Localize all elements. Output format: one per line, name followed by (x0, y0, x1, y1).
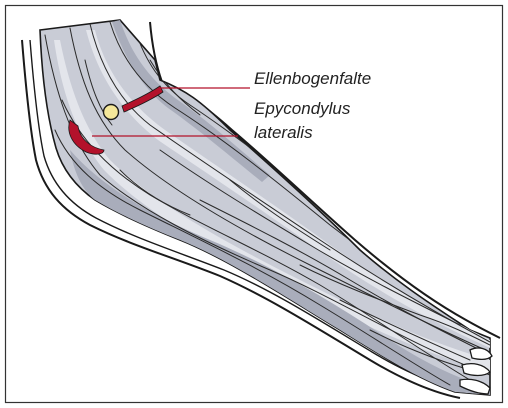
label-epicondylus-line2: lateralis (254, 123, 313, 142)
acupoint-circle (104, 105, 119, 120)
label-epicondylus-line1: Epycondylus (254, 99, 351, 118)
label-ellenbogenfalte: Ellenbogenfalte (254, 69, 371, 88)
